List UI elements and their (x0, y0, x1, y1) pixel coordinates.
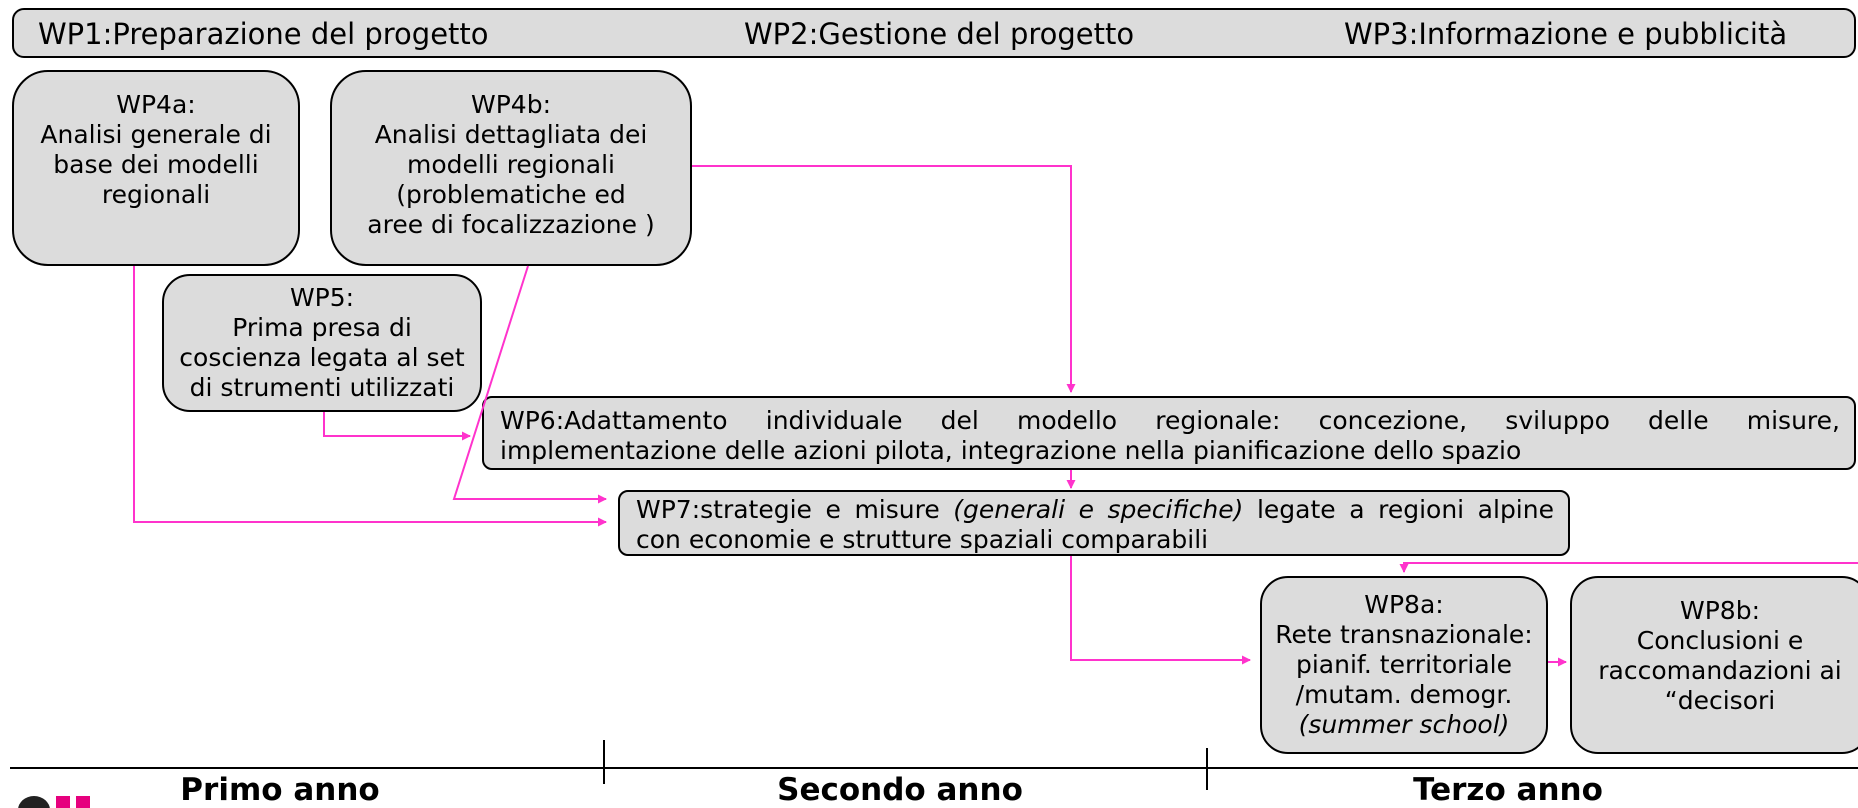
wp6-line-1: WP6:Adattamento individuale del modello … (500, 406, 1840, 435)
logo-icon (18, 796, 90, 808)
wp-header-bar: WP1:Preparazione del progetto WP2:Gestio… (12, 8, 1856, 58)
wp8b-box: WP8b: Conclusioni e raccomandazioni ai “… (1570, 576, 1858, 754)
wp4b-line: modelli regionali (407, 150, 615, 179)
timeline-year-2: Secondo anno (777, 772, 1023, 808)
wp8b-line: WP8b: (1680, 596, 1760, 625)
wp5-line: coscienza legata al set (179, 343, 465, 372)
wp8b-line: “decisori (1664, 686, 1776, 715)
wp7-line-1: WP7:strategie e misure (generali e speci… (636, 495, 1554, 525)
wp6-box: WP6:Adattamento individuale del modello … (482, 396, 1856, 470)
wp4a-line: regionali (101, 180, 211, 209)
wp8b-line: Conclusioni e (1636, 626, 1804, 655)
wp8a-line: pianif. territoriale (1295, 650, 1512, 679)
wp7-italic-text: (generali e specifiche) (953, 495, 1244, 524)
wp7-line-2: con economie e strutture spaziali compar… (636, 525, 1209, 554)
wp6-line-2: implementazione delle azioni pilota, int… (500, 436, 1522, 465)
wp2-label: WP2:Gestione del progetto (744, 17, 1135, 51)
wp5-line: di strumenti utilizzati (189, 373, 455, 402)
wp8a-box: WP8a: Rete transnazionale: pianif. terri… (1260, 576, 1548, 754)
wp5-line: Prima presa di (232, 313, 412, 342)
wp4b-line: Analisi dettagliata dei (374, 120, 648, 149)
wp4a-line: base dei modelli (53, 150, 259, 179)
wp4b-line: aree di focalizzazione ) (367, 210, 655, 239)
wp8a-line: Rete transnazionale: (1275, 620, 1533, 649)
wp8b-line: raccomandazioni ai (1598, 656, 1842, 685)
wp7-text: WP7:strategie e misure (636, 495, 954, 524)
arrow-wp7-to-wp8a (1070, 556, 1251, 665)
wp4b-line: (problematiche ed (396, 180, 626, 209)
logo (0, 790, 110, 808)
wp4a-line: Analisi generale di (40, 120, 272, 149)
wp5-box: WP5: Prima presa di coscienza legata al … (162, 274, 482, 412)
wp8a-line: /mutam. demogr. (1295, 680, 1513, 709)
wp4b-line: WP4b: (471, 90, 551, 119)
timeline-year-1: Primo anno (180, 772, 380, 808)
wp7-box: WP7:strategie e misure (generali e speci… (618, 490, 1570, 556)
arrow-feedback-to-wp8a (1399, 562, 1858, 573)
wp4a-box: WP4a: Analisi generale di base dei model… (12, 70, 300, 266)
arrow-wp5-to-wp6 (323, 412, 471, 441)
wp8a-line: WP8a: (1364, 590, 1444, 619)
wp3-label: WP3:Informazione e pubblicità (1344, 17, 1788, 51)
wp4a-line: WP4a: (116, 90, 196, 119)
wp7-text: legate a regioni alpine (1243, 495, 1554, 524)
arrow-wp4b-to-wp6 (692, 165, 1076, 393)
timeline-year-3: Terzo anno (1413, 772, 1603, 808)
wp1-label: WP1:Preparazione del progetto (38, 17, 489, 51)
wp4b-box: WP4b: Analisi dettagliata dei modelli re… (330, 70, 692, 266)
wp5-line: WP5: (289, 283, 355, 312)
wp8a-italic-line: (summer school) (1298, 710, 1510, 739)
